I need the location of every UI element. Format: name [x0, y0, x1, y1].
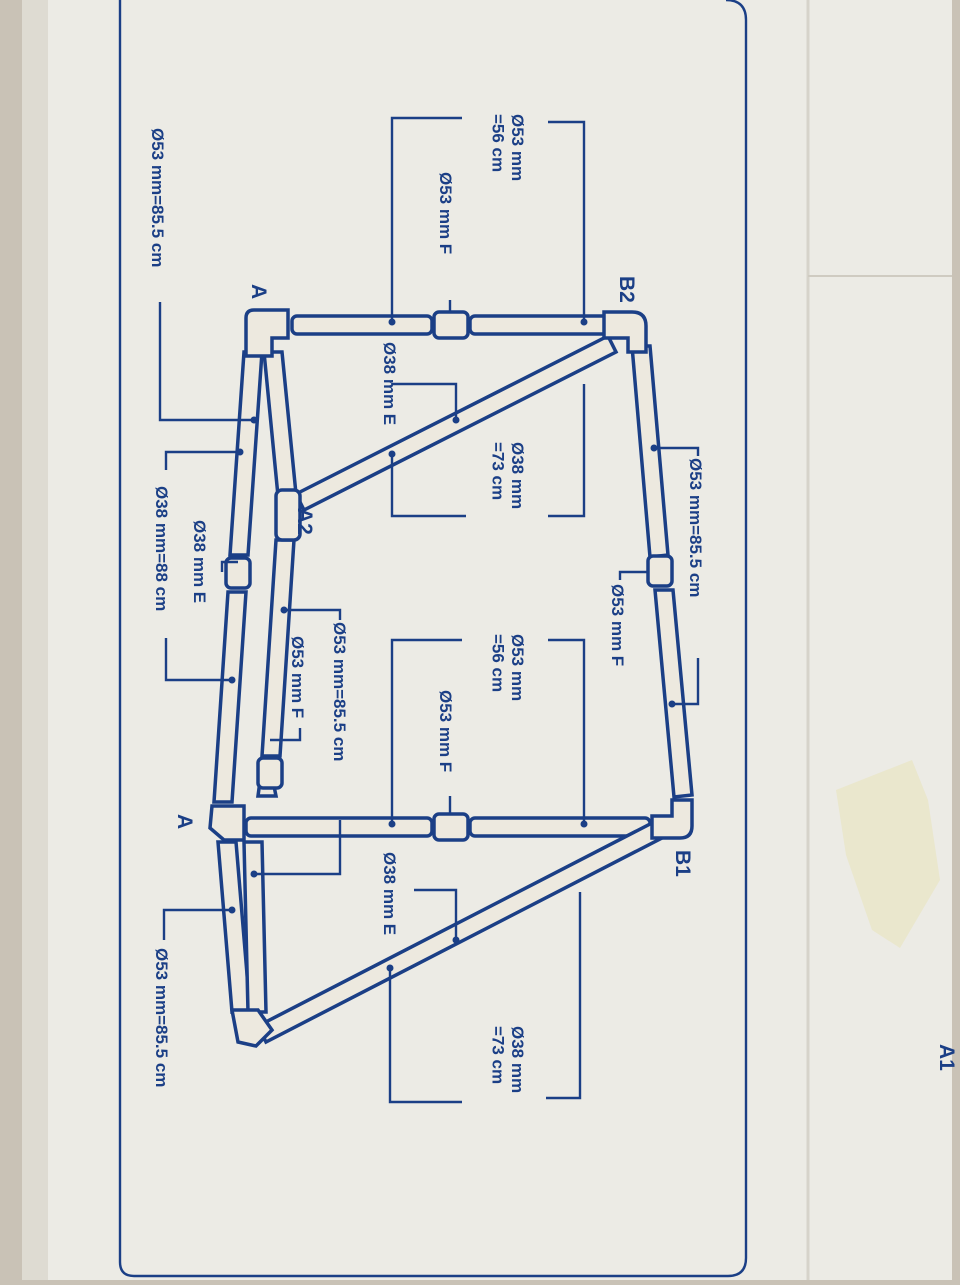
leader-dot: [250, 416, 258, 424]
label-top-56: Ø53 mm=56 cm: [488, 114, 527, 181]
leader-top-f-a: [390, 116, 462, 322]
elbow-b2: [602, 310, 648, 354]
leader-left-f: [270, 728, 302, 742]
tube-top-left: [290, 314, 434, 336]
corner-label-a1: A1: [935, 1044, 958, 1071]
leader-bottom-73: [546, 892, 582, 1100]
leader-dot: [650, 444, 658, 452]
corner-label-a-top: A: [247, 284, 270, 299]
connector-mid: [432, 812, 470, 842]
connector-left-inner: [256, 756, 284, 790]
leader-dot: [280, 606, 288, 614]
label-top-56-group: Ø53 mm=56 cm: [488, 114, 527, 181]
connector-right: [646, 554, 674, 588]
label-top-f: Ø53 mm F: [436, 172, 455, 254]
leader-dot: [388, 450, 396, 458]
label-top-73-group: Ø38 mm=73 cm: [488, 442, 527, 509]
elbow-a-top: [244, 308, 290, 358]
leader-dot: [228, 906, 236, 914]
print-border: [118, 0, 748, 1278]
leader-right-855-a: [654, 446, 700, 456]
label-left-88: Ø38 mm=88 cm: [152, 486, 171, 611]
label-bottom-855: Ø53 mm=85.5 cm: [152, 948, 171, 1087]
label-bottom-73: Ø38 mm=73 cm: [488, 1026, 527, 1093]
leader-mid-f-a: [390, 638, 462, 824]
label-left-e: Ø38 mm E: [190, 520, 209, 603]
leader-top-e-b: [390, 454, 466, 518]
label-right-855: Ø53 mm=85.5 cm: [686, 458, 705, 597]
leader-dot: [580, 318, 588, 326]
connector-top: [432, 310, 470, 340]
elbow-b1: [650, 798, 694, 840]
label-mid-f: Ø53 mm F: [436, 690, 455, 772]
label-mid-56-group: Ø53 mm=56 cm: [488, 634, 527, 701]
leader-mid-855-a: [284, 608, 342, 620]
leader-bottom-e-b: [388, 968, 462, 1104]
leader-dot: [452, 936, 460, 944]
leader-dot: [236, 448, 244, 456]
corner-label-b1: B1: [671, 850, 694, 877]
label-bottom-e: Ø38 mm E: [380, 852, 399, 935]
box-edge-shadow: [22, 0, 48, 1280]
tube-a-a1-inner: [242, 840, 268, 1014]
label-mid-56: Ø53 mm=56 cm: [488, 634, 527, 701]
tube-mid-right: [468, 816, 652, 838]
leader-mid-56: [548, 638, 586, 824]
leader-bottom-e: [414, 888, 458, 940]
label-right-f: Ø53 mm F: [608, 584, 627, 666]
leader-right-f: [618, 570, 648, 580]
leader-left-88-b: [164, 638, 232, 682]
leader-dot: [388, 820, 396, 828]
leader-left-88-a: [164, 450, 240, 470]
leader-dot: [580, 820, 588, 828]
label-top-e: Ø38 mm E: [380, 342, 399, 425]
leader-top-e: [392, 382, 458, 420]
label-mid-855: Ø53 mm=85.5 cm: [330, 622, 349, 761]
corner-label-b2: B2: [615, 276, 638, 303]
leader-right-855-b: [672, 658, 700, 706]
label-top-73: Ø38 mm=73 cm: [488, 442, 527, 509]
leader-dot: [386, 964, 394, 972]
leader-dot: [250, 870, 258, 878]
leader-dot: [668, 700, 676, 708]
label-left-855: Ø53 mm=85.5 cm: [148, 128, 167, 267]
leader-bottom-855: [162, 908, 232, 940]
tube-right-bottom: [653, 588, 694, 799]
leader-dot: [228, 676, 236, 684]
corner-label-a2: A2: [293, 508, 316, 535]
tube-left-outer-bottom: [212, 590, 248, 804]
elbow-a1: [229, 1008, 275, 1048]
elbow-a-bottom: [208, 804, 246, 842]
tube-top-right: [468, 314, 610, 336]
leader-top-56: [548, 120, 586, 322]
joint-a2: [274, 488, 302, 542]
corner-label-a-bottom: A: [173, 814, 196, 829]
leader-dot: [388, 318, 396, 326]
connector-left-outer: [224, 556, 252, 590]
label-left-f: Ø53 mm F: [288, 636, 307, 718]
leader-left-e: [220, 560, 238, 572]
label-bottom-73-group: Ø38 mm=73 cm: [488, 1026, 527, 1093]
cardboard-box: [22, 0, 952, 1280]
leader-mid-855-b: [254, 820, 342, 876]
tape-piece: [836, 760, 940, 948]
leader-dot: [452, 416, 460, 424]
leader-top-73: [548, 384, 586, 518]
leader-left-855: [158, 302, 254, 422]
